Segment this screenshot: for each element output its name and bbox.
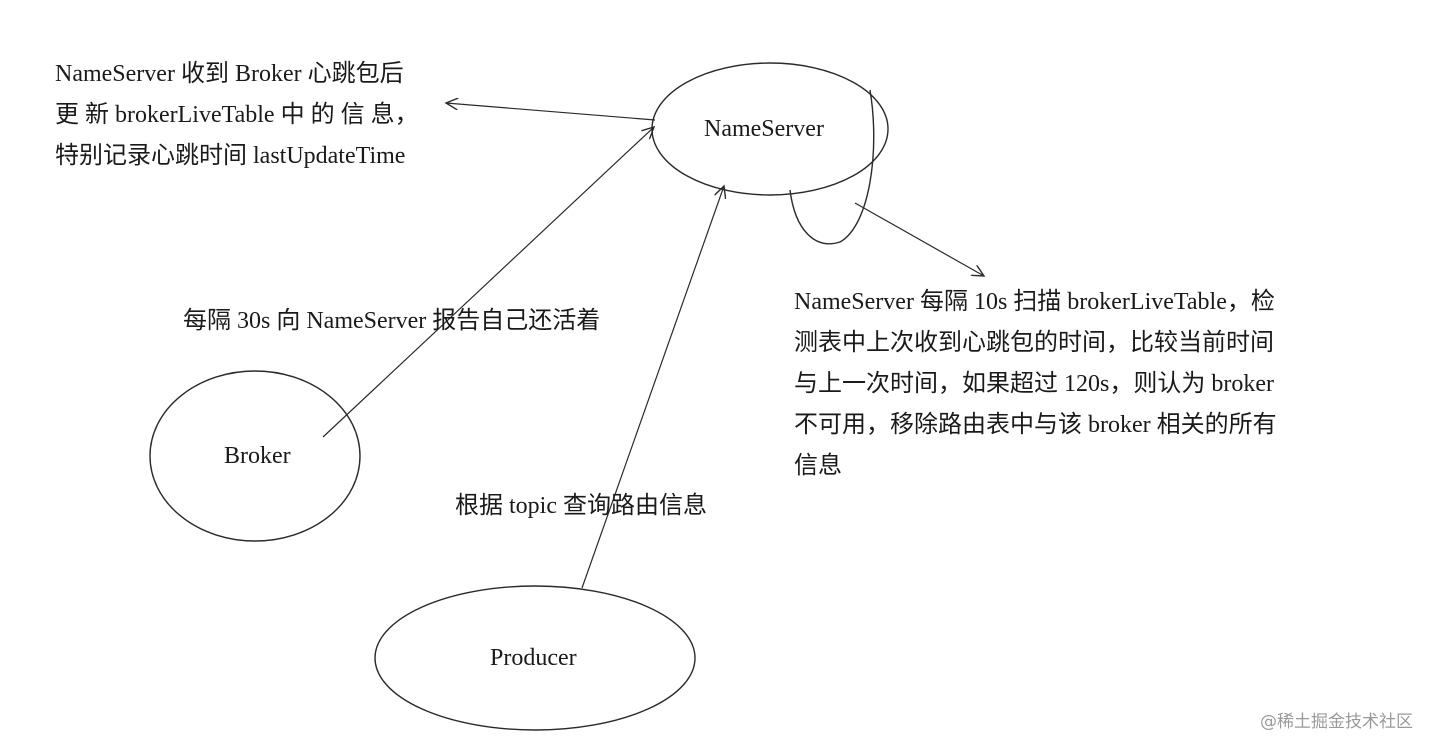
- producer-query-note: 根据 topic 查询路由信息: [455, 486, 707, 527]
- producer-label: Producer: [490, 645, 577, 671]
- nameserver-self-loop: [789, 89, 875, 245]
- note-line: NameServer 收到 Broker 心跳包后: [55, 61, 404, 87]
- nameserver-to-update-note-arrow: [446, 103, 656, 121]
- note-line: 根据 topic 查询路由信息: [455, 493, 707, 519]
- note-line: 测表中上次收到心跳包的时间，比较当前时间: [794, 330, 1274, 356]
- note-line: 与上一次时间，如果超过 120s，则认为 broker: [794, 371, 1274, 397]
- nameserver-scan-note: NameServer 每隔 10s 扫描 brokerLiveTable，检 测…: [794, 282, 1277, 487]
- note-line: 更 新 brokerLiveTable 中 的 信 息，: [55, 102, 419, 128]
- nameserver-label: NameServer: [704, 116, 824, 142]
- producer-ellipse: [374, 585, 696, 731]
- broker-to-nameserver-arrow: [322, 127, 654, 438]
- nameserver-update-note: NameServer 收到 Broker 心跳包后 更 新 brokerLive…: [55, 54, 419, 177]
- note-line: NameServer 每隔 10s 扫描 brokerLiveTable，检: [794, 289, 1275, 315]
- producer-to-nameserver-arrow: [581, 186, 724, 589]
- broker-ellipse: [149, 370, 361, 542]
- loop-to-scan-note-arrow: [854, 202, 984, 276]
- note-line: 不可用，移除路由表中与该 broker 相关的所有: [794, 412, 1277, 438]
- broker-label: Broker: [224, 443, 291, 469]
- note-line: 特别记录心跳时间 lastUpdateTime: [55, 143, 406, 169]
- broker-heartbeat-note: 每隔 30s 向 NameServer 报告自己还活着: [183, 301, 600, 342]
- note-line: 每隔 30s 向 NameServer 报告自己还活着: [183, 308, 601, 334]
- note-line: 信息: [794, 453, 842, 479]
- watermark: @稀土掘金技术社区: [1260, 712, 1413, 732]
